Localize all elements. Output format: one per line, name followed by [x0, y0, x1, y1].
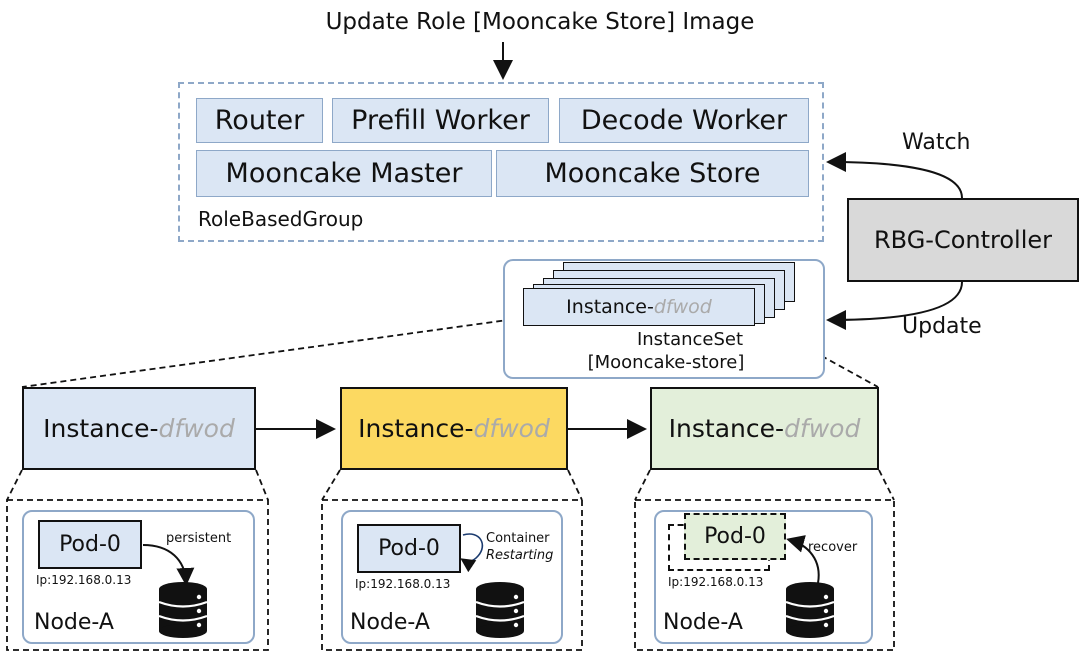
instance-card-front[interactable]: Instance-dfwod	[523, 288, 755, 326]
update-arrow	[826, 281, 963, 330]
database-icon	[157, 580, 209, 640]
node-1-label: Node-A	[34, 610, 114, 635]
persistent-arrow	[142, 544, 195, 586]
instance-card-prefix: Instance-	[566, 296, 654, 318]
stage-2-suffix: dfwod	[473, 414, 550, 443]
restarting-label: Restarting	[486, 548, 554, 563]
pod-3[interactable]: Pod-0	[684, 513, 786, 560]
role-router[interactable]: Router	[196, 98, 323, 143]
watch-arrow	[826, 152, 963, 199]
role-based-group	[178, 82, 824, 242]
instance-card-suffix: dfwod	[653, 296, 712, 318]
pod-2-ip: Ip:192.168.0.13	[355, 577, 451, 591]
stage-3-prefix: Instance-	[668, 414, 785, 443]
role-decode-worker[interactable]: Decode Worker	[559, 98, 809, 143]
stage-3-suffix: dfwod	[784, 414, 861, 443]
group-label: RoleBasedGroup	[198, 207, 364, 231]
restart-loop-icon	[460, 533, 484, 573]
update-label: Update	[902, 314, 982, 339]
node-3-label: Node-A	[663, 610, 743, 635]
pod-2[interactable]: Pod-0	[357, 524, 461, 573]
pod-3-ip: Ip:192.168.0.13	[668, 575, 764, 589]
recover-label: recover	[808, 540, 858, 555]
database-icon	[474, 580, 526, 640]
role-prefill-worker[interactable]: Prefill Worker	[332, 98, 549, 143]
rbg-controller[interactable]: RBG-Controller	[847, 198, 1079, 282]
persistent-label: persistent	[166, 531, 232, 546]
database-icon	[784, 580, 836, 640]
container-label: Container	[486, 531, 550, 546]
stage-1-suffix: dfwod	[158, 414, 235, 443]
role-mooncake-store[interactable]: Mooncake Store	[496, 150, 809, 197]
instance-set-label-2: [Mooncake-store]	[587, 351, 745, 373]
stage-2-prefix: Instance-	[358, 414, 474, 443]
stage-instance-1[interactable]: Instance-dfwod	[22, 387, 256, 470]
pod-1[interactable]: Pod-0	[38, 520, 142, 569]
stage-instance-2[interactable]: Instance-dfwod	[340, 387, 568, 470]
role-mooncake-master[interactable]: Mooncake Master	[196, 150, 492, 197]
diagram-title: Update Role [Mooncake Store] Image	[325, 9, 755, 35]
node-2-label: Node-A	[350, 610, 430, 635]
recover-arrow	[786, 535, 820, 584]
zoom-line-left	[21, 317, 523, 388]
instance-set-label-1: InstanceSet	[636, 328, 744, 350]
watch-label: Watch	[902, 130, 971, 155]
pod-1-ip: Ip:192.168.0.13	[36, 573, 132, 587]
stage-1-prefix: Instance-	[43, 414, 159, 443]
stage-instance-3[interactable]: Instance-dfwod	[650, 387, 879, 470]
